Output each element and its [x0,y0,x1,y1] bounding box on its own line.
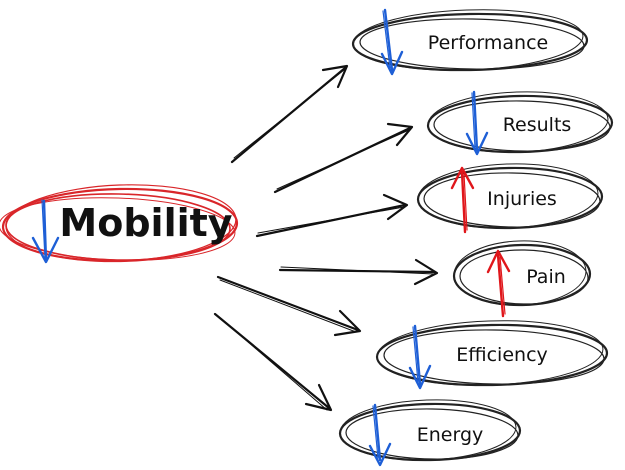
trend-down-arrow [408,324,432,390]
arrow-to-energy [213,312,333,412]
outcome-label: Efficiency [456,344,548,366]
arrow-to-injuries [255,193,409,238]
outcome-node-performance: Performance [351,8,589,76]
arrow-to-results [273,122,414,194]
trend-down-arrow [380,8,404,76]
arrow-to-performance [230,64,349,164]
center-trend-down-arrow [31,199,60,264]
outcome-label: Energy [417,424,484,446]
outcome-ellipse [416,163,604,230]
arrow-to-pain [278,258,439,286]
trend-down-arrow [368,403,392,467]
trend-down-arrow [465,90,489,156]
outcome-label: Injuries [487,188,557,210]
outcome-node-energy: Energy [338,399,522,467]
outcome-node-results: Results [426,90,614,156]
outcome-ellipse [351,9,589,72]
outcome-node-injuries: Injuries [416,163,604,234]
center-node: Mobility [0,184,239,264]
outcome-label: Results [503,114,572,136]
outcome-label: Pain [526,266,566,288]
outcome-ellipse [426,91,614,154]
outcome-label: Performance [428,32,548,54]
outcome-node-efficiency: Efficiency [375,320,609,390]
trend-up-arrow [450,166,475,234]
trend-up-arrow [486,249,511,318]
outcome-ellipse [338,399,522,462]
connector-arrows [213,64,439,412]
outcome-ellipse [452,240,592,307]
outcome-ellipse [375,320,609,387]
arrow-to-efficiency [216,275,362,337]
outcome-node-pain: Pain [452,240,592,318]
center-ellipse [0,184,239,263]
center-label: Mobility [59,201,232,245]
